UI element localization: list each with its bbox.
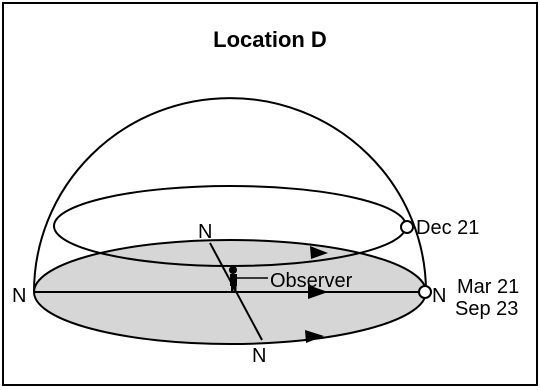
north-label-top: N (198, 221, 212, 243)
north-label-left: N (12, 285, 26, 307)
equinox-path-arrow (305, 330, 324, 343)
observer-figure (229, 266, 237, 293)
diagram-title: Location D (213, 27, 327, 52)
mar21-label: Mar 21 (457, 276, 519, 298)
north-label-bottom: N (252, 345, 266, 367)
observer-label: Observer (270, 270, 353, 292)
dec21-path-arrow (310, 246, 328, 259)
sep23-label: Sep 23 (455, 298, 518, 320)
sky-dome (33, 97, 427, 293)
equinox-marker (418, 285, 432, 299)
frame-border (2, 2, 538, 386)
dec21-label: Dec 21 (416, 217, 479, 239)
north-label-right: N (432, 285, 446, 307)
dec21-marker (400, 220, 414, 234)
meridian-arrow (308, 285, 328, 299)
